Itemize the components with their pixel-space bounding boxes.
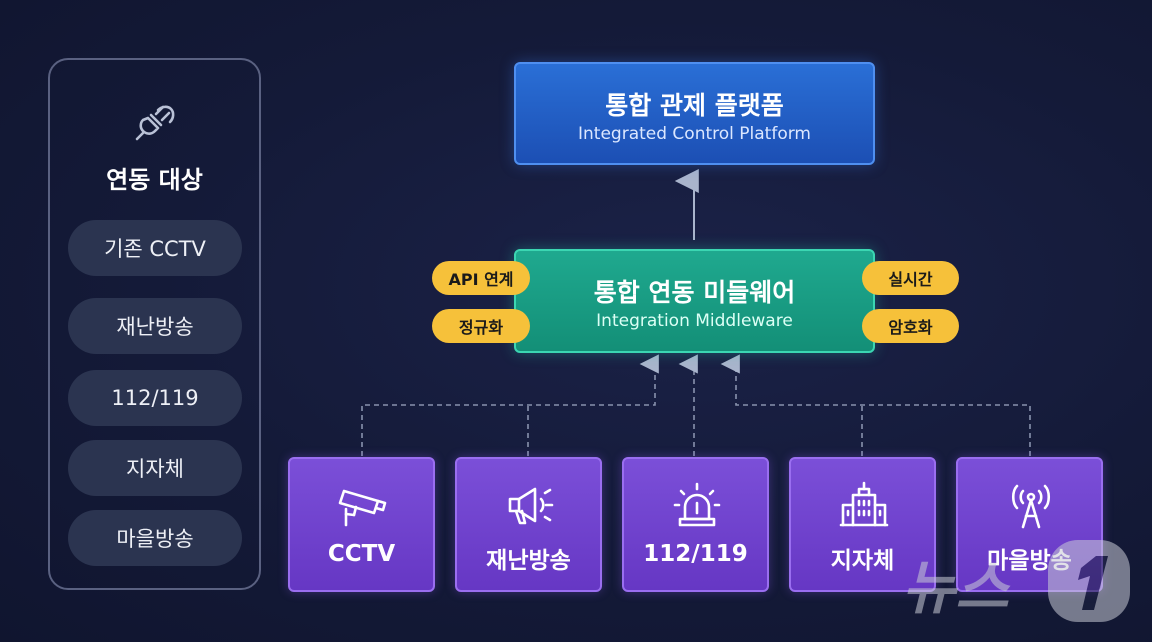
- source-disaster-broadcast-box: 재난방송: [455, 457, 602, 592]
- cctv-camera-icon: [338, 489, 387, 527]
- source-local-gov-box: 지자체: [789, 457, 936, 592]
- platform-title-en: Integrated Control Platform: [578, 124, 811, 144]
- target-item-112-119: 112/119: [68, 370, 242, 426]
- plug-icon: [135, 105, 175, 141]
- source-disaster-broadcast-label: 재난방송: [486, 548, 571, 574]
- source-cctv-label: CCTV: [327, 541, 396, 567]
- antenna-icon: [1011, 484, 1051, 529]
- source-local-gov-label: 지자체: [830, 548, 895, 574]
- middleware-title-en: Integration Middleware: [596, 311, 793, 331]
- tag-normalization: 정규화: [432, 309, 530, 343]
- integrated-control-platform-box: 통합 관제 플랫폼 Integrated Control Platform: [514, 62, 875, 165]
- integration-targets-panel: 연동 대상 기존 CCTV 재난방송 112/119 지자체 마을방송: [48, 58, 261, 590]
- megaphone-icon: [508, 487, 554, 525]
- integration-middleware-box: 통합 연동 미들웨어 Integration Middleware: [514, 249, 875, 353]
- target-item-disaster-broadcast: 재난방송: [68, 298, 242, 354]
- source-cctv-box: CCTV: [288, 457, 435, 592]
- tag-realtime: 실시간: [862, 261, 959, 295]
- platform-title-ko: 통합 관제 플랫폼: [605, 91, 784, 120]
- target-item-local-gov: 지자체: [68, 440, 242, 496]
- middleware-title-ko: 통합 연동 미들웨어: [593, 278, 796, 307]
- news1-watermark-logo: 뉴스: [902, 540, 1130, 622]
- building-icon: [839, 481, 889, 527]
- target-item-village-broadcast: 마을방송: [68, 510, 242, 566]
- source-112-119-box: 112/119: [622, 457, 769, 592]
- target-item-cctv: 기존 CCTV: [68, 220, 242, 276]
- tag-api-link: API 연계: [432, 261, 530, 295]
- panel-title: 연동 대상: [106, 166, 203, 194]
- connector-left-group: [361, 354, 659, 456]
- tag-encryption: 암호화: [862, 309, 959, 343]
- source-112-119-label: 112/119: [643, 541, 748, 567]
- svg-text:뉴스: 뉴스: [902, 554, 1011, 622]
- siren-icon: [673, 482, 721, 527]
- connector-right-group: [720, 354, 1031, 456]
